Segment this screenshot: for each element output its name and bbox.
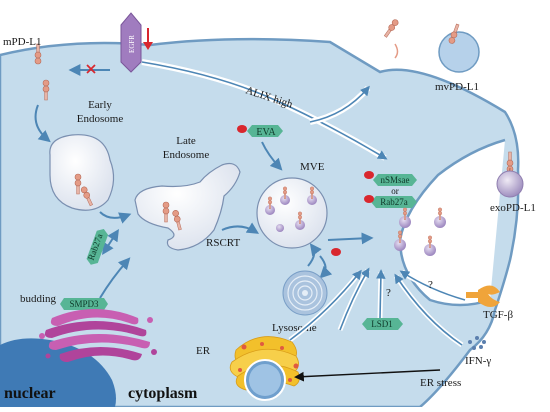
- er-label: ER: [196, 345, 211, 357]
- tgf-beta-label: TGF-β: [483, 309, 513, 321]
- mpdl1-label: mPD-L1: [3, 36, 42, 48]
- early-endosome: [49, 134, 115, 211]
- smpd3-tag: [60, 298, 108, 310]
- eva-tag: [247, 125, 283, 137]
- early-endosome-label-1: Early: [88, 99, 112, 111]
- lsd1-label: LSD1: [371, 319, 393, 329]
- egfr-label: EGFR: [128, 35, 136, 53]
- lysosome-spiral-icon: [282, 270, 328, 316]
- question-mark-1: ?: [386, 287, 391, 299]
- er-nucleus-icon: [244, 359, 286, 401]
- cytoplasm-label: cytoplasm: [128, 385, 198, 402]
- mvpdl1-vesicle: [438, 23, 480, 73]
- down-arrow-icon: [143, 28, 153, 50]
- rab27a-mve-label: Rab27a: [380, 197, 408, 207]
- secreted-exosomes: [394, 207, 446, 256]
- late-endosome-label-1: Late: [176, 135, 196, 147]
- nuclear-label: nuclear: [4, 385, 56, 402]
- mve-label: MVE: [300, 161, 325, 173]
- cross-mark-icon: [86, 64, 96, 74]
- smpd3-label: SMPD3: [69, 299, 99, 309]
- rab27a-mve-tag: [371, 196, 417, 208]
- late-endosome-label-2: Endosome: [163, 149, 210, 161]
- tgf-beta-receptor-icon: [466, 285, 500, 307]
- mvpdl1-label: mvPD-L1: [435, 81, 479, 93]
- er-stress-arrow: [294, 369, 441, 382]
- late-endosome: [134, 162, 241, 251]
- or-label: or: [391, 186, 399, 196]
- lsd1-tag: [362, 318, 403, 330]
- exopdl1-vesicle: [496, 151, 524, 198]
- nsmase-tag: [373, 174, 417, 186]
- er-stress-label: ER stress: [420, 377, 461, 389]
- budding-label: budding: [20, 293, 57, 305]
- eva-label: EVA: [256, 127, 276, 138]
- question-mark-2: ?: [428, 279, 433, 291]
- nsmase-label: nSMsae: [381, 175, 410, 185]
- ifn-gamma-label: IFN-γ: [465, 355, 491, 367]
- multivesicular-endosome: [256, 177, 328, 249]
- mve-mutation-icon: [331, 248, 341, 256]
- early-endosome-label-2: Endosome: [77, 113, 124, 125]
- egfr-receptor-icon: EGFR: [120, 12, 142, 73]
- rscrt-label: RSCRT: [206, 237, 240, 249]
- golgi-apparatus-icon: [39, 309, 157, 362]
- eva-mutation-icon: [237, 125, 247, 133]
- ifn-gamma-dots-icon: [468, 336, 486, 350]
- exopdl1-label: exoPD-L1: [490, 202, 536, 214]
